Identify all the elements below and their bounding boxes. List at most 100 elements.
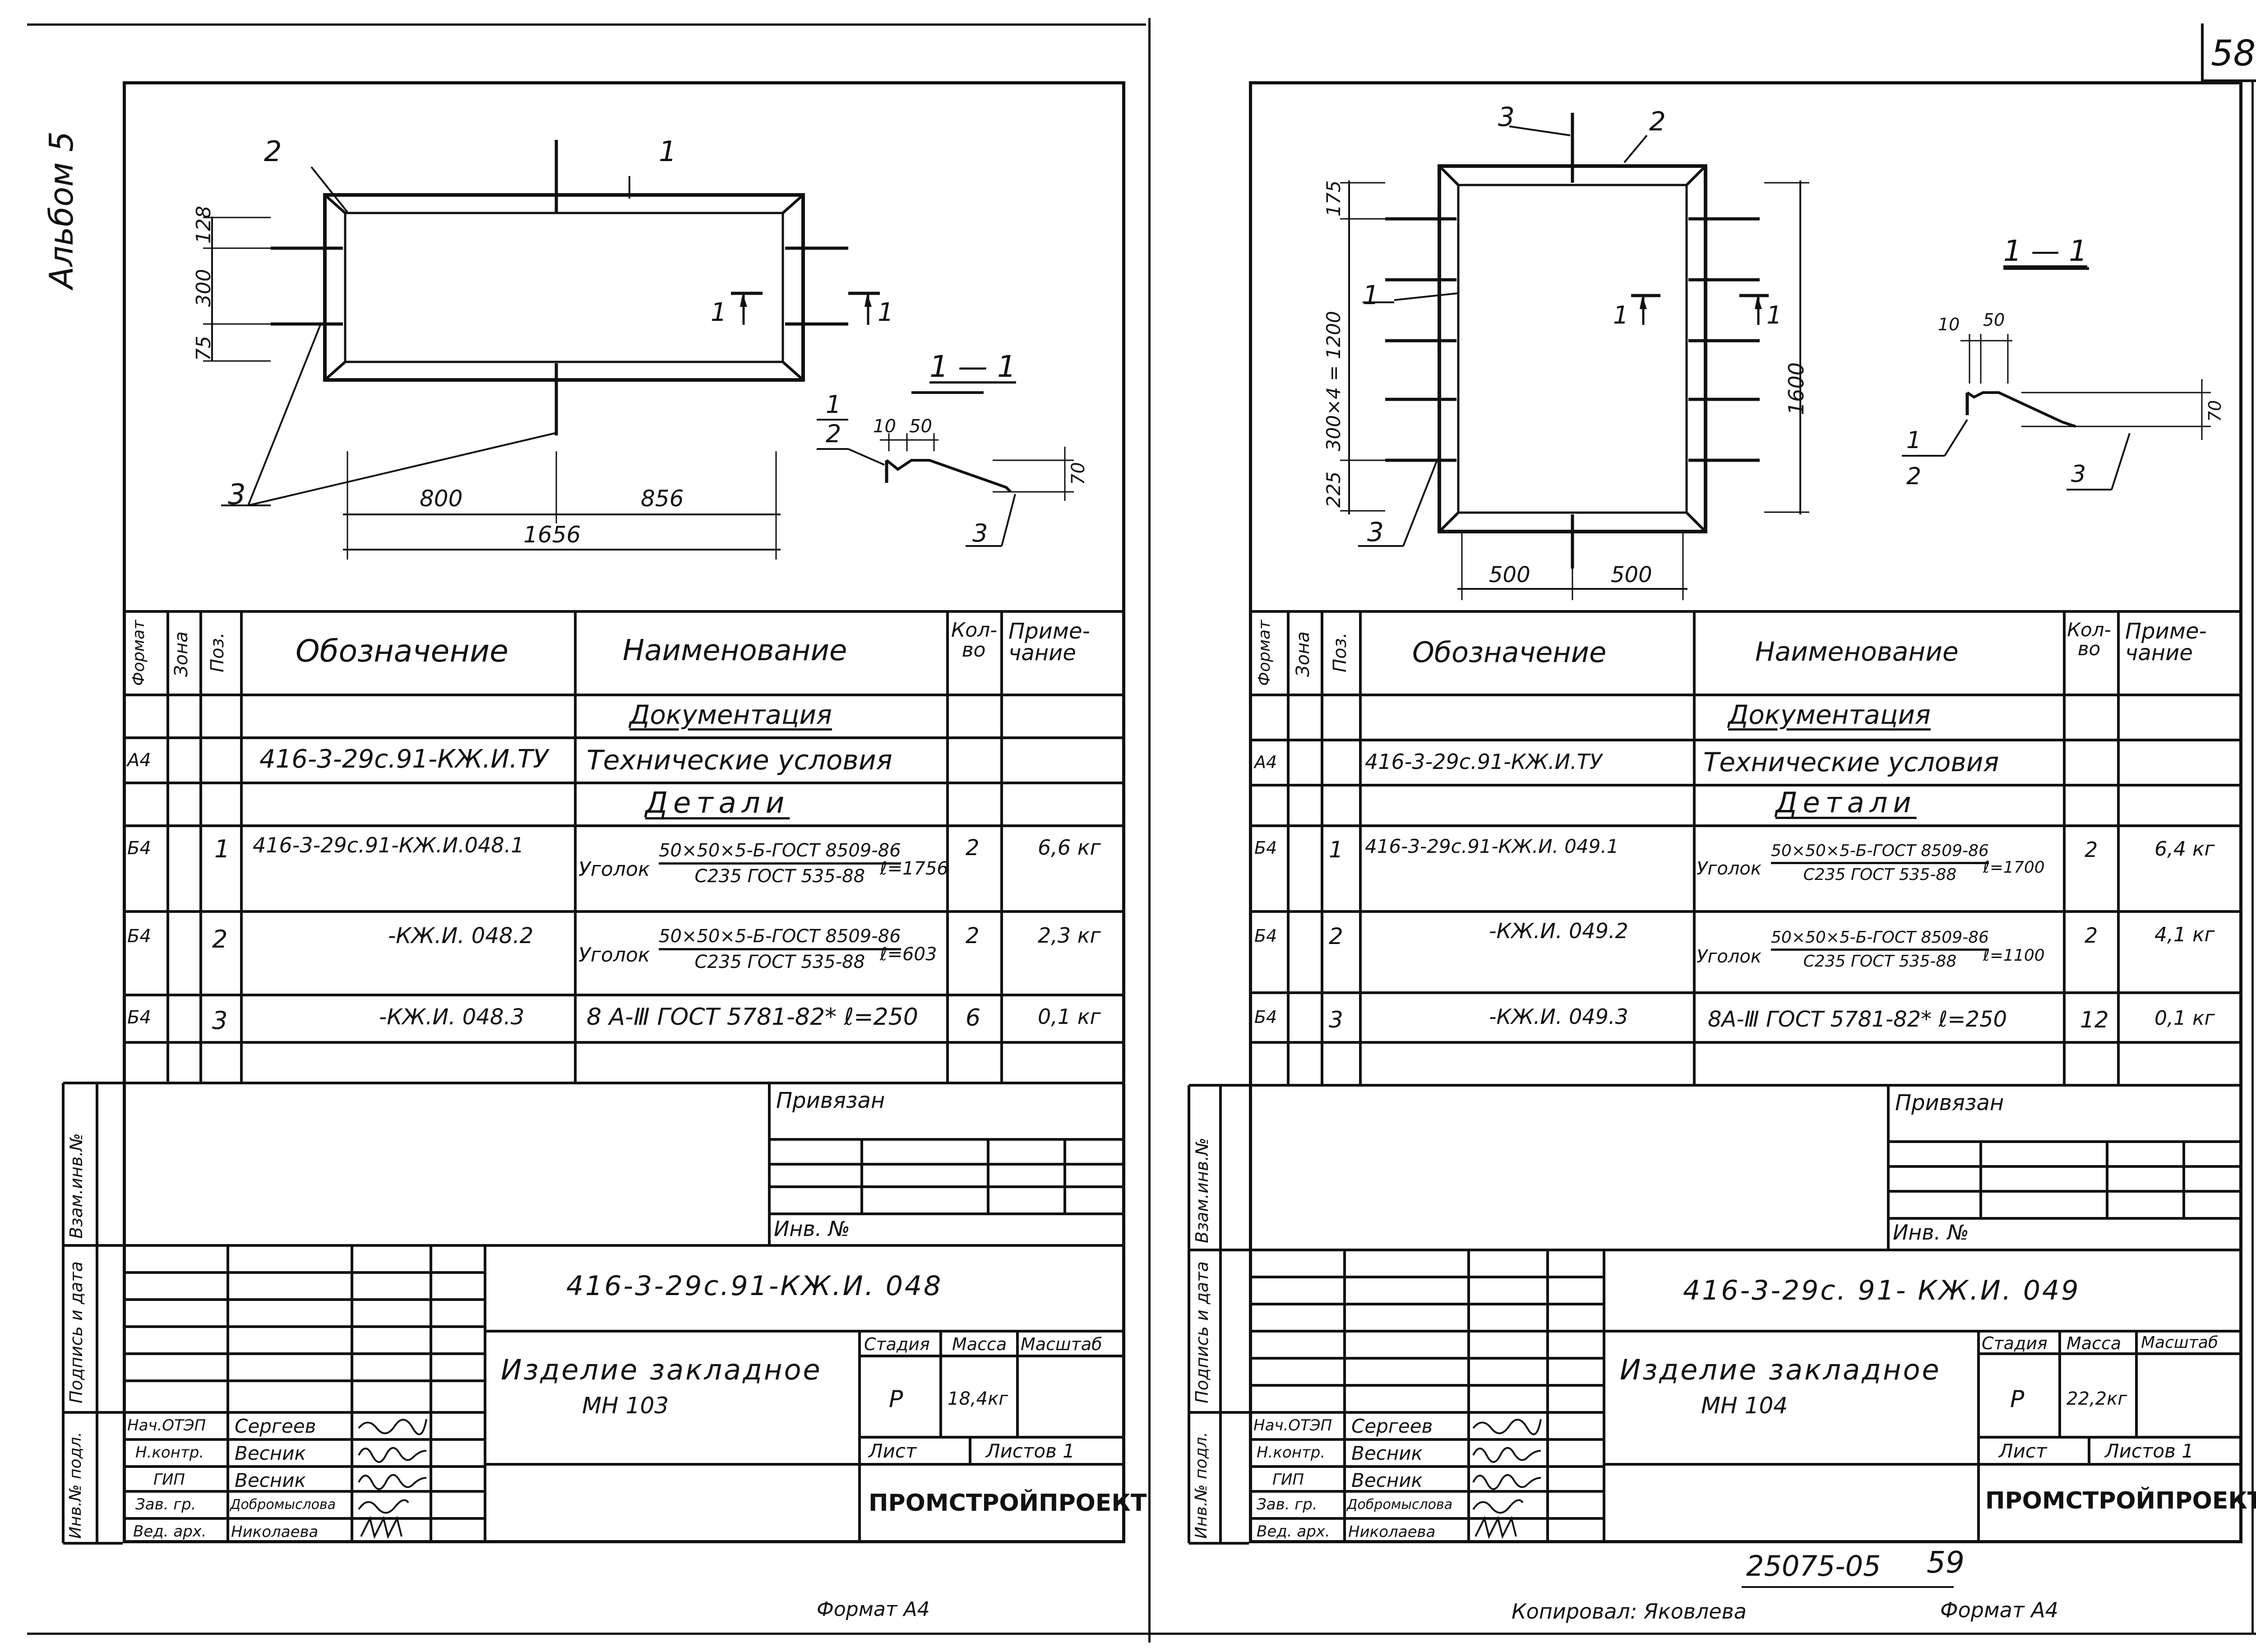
right-pos-3-top: 3 (1498, 102, 1515, 132)
right-sec-dim-70: 70 (2205, 400, 2225, 422)
right-row2-name-bottom: С235 ГОСТ 535-88 (1803, 952, 1957, 971)
left-side-sign-date: Подпись и дата (66, 1261, 86, 1403)
left-pos-1-label: 1 (659, 135, 677, 168)
right-side-inv-vzam: Взам.инв.№ (1192, 1138, 1212, 1243)
right-col-zone: Зона (1293, 631, 1313, 677)
left-row1-designation: 416-3-29с.91-КЖ.И.048.1 (253, 833, 524, 857)
left-doc-name: Технические условия (587, 745, 892, 776)
right-dim-1600: 1600 (1784, 362, 1808, 415)
left-format-caption: Формат А4 (817, 1598, 930, 1621)
right-row1-name-bottom: С235 ГОСТ 535-88 (1803, 865, 1957, 884)
left-name-3: Весник (235, 1469, 306, 1491)
left-name-5: Николаева (231, 1523, 319, 1541)
right-drawing-code: 416-3-29с. 91- КЖ.И. 049 (1683, 1275, 2080, 1306)
footer-stamp-number: 25075-05 (1746, 1550, 1881, 1583)
left-row3-pos: 3 (212, 1006, 228, 1035)
left-row1-pos: 1 (214, 835, 230, 863)
left-dim-128: 128 (192, 206, 215, 244)
right-row1-format: Б4 (1254, 838, 1277, 858)
left-sec-dim-10: 10 (873, 416, 896, 437)
right-mass-label: Масса (2066, 1333, 2122, 1353)
left-pos-3-label: 3 (228, 478, 246, 511)
right-section-title: 1 — 1 (2003, 235, 2088, 268)
bottom-trim-line (27, 1633, 2256, 1635)
right-row3-format: Б4 (1254, 1007, 1277, 1027)
right-dim-225: 225 (1322, 471, 1345, 508)
right-org-name: ПРОМСТРОЙПРОЕКТ (1985, 1487, 2256, 1514)
right-col-note: Приме- чание (2125, 619, 2207, 666)
right-inv-no-label: Инв. № (1893, 1220, 1969, 1245)
right-dim-300x4: 300×4 = 1200 (1322, 311, 1345, 451)
left-row1-length: ℓ=1756 (880, 858, 948, 879)
right-row2-pos: 2 (1329, 923, 1343, 949)
left-title-line2: МН 103 (582, 1393, 669, 1419)
right-doc-designation: 416-3-29с.91-КЖ.И.ТУ (1365, 750, 1602, 774)
left-name-1: Сергеев (235, 1415, 316, 1437)
right-sheet-label: Лист (1999, 1440, 2047, 1462)
left-sec-pos-2: 2 (826, 420, 841, 448)
top-trim-line (27, 23, 1146, 26)
right-row1-pos: 1 (1329, 837, 1343, 863)
right-name-1: Сергеев (1351, 1415, 1433, 1437)
right-role-2: Н.контр. (1257, 1444, 1326, 1462)
left-side-inv-vzam: Взам.инв.№ (66, 1133, 86, 1239)
left-section-title: 1 — 1 (929, 349, 1016, 384)
right-section-mark-b: 1 (1766, 301, 1782, 329)
right-role-1: Нач.ОТЭП (1253, 1416, 1332, 1435)
right-name-5: Николаева (1348, 1523, 1436, 1541)
left-row2-qty: 2 (966, 923, 980, 949)
right-row1-name-prefix: Уголок (1697, 858, 1762, 879)
right-name-3: Весник (1351, 1469, 1423, 1491)
right-section-docs: Документация (1728, 699, 1931, 730)
right-dim-175: 175 (1322, 180, 1345, 217)
right-row3-qty: 12 (2080, 1007, 2109, 1033)
left-linked-label: Привязан (776, 1088, 885, 1113)
right-col-format: Формат (1255, 620, 1274, 686)
copied-by-caption: Копировал: Яковлева (1512, 1599, 1747, 1624)
left-row2-length: ℓ=603 (880, 944, 937, 965)
right-dim-500b: 500 (1611, 562, 1652, 588)
left-col-format: Формат (129, 620, 148, 686)
left-row1-format: Б4 (127, 838, 151, 859)
left-col-qty: Кол-во (951, 619, 998, 662)
left-mass-label: Масса (952, 1334, 1007, 1354)
right-format-caption: Формат А4 (1940, 1598, 2058, 1622)
right-row1-designation: 416-3-29с.91-КЖ.И. 049.1 (1365, 835, 1619, 857)
left-name-4: Добромыслова (230, 1497, 336, 1513)
right-pos-3-label: 3 (1367, 517, 1384, 547)
left-section-mark-a: 1 (711, 298, 727, 327)
left-sec-dim-50: 50 (909, 416, 932, 437)
right-stage-label: Стадия (1982, 1333, 2048, 1353)
left-row2-name-fraction: 50×50×5-Б-ГОСТ 8509-86 С235 ГОСТ 535-88 (659, 927, 901, 971)
left-doc-designation: 416-3-29с.91-КЖ.И.ТУ (259, 745, 549, 774)
left-row3-qty: 6 (966, 1004, 981, 1032)
right-scale-label: Масштаб (2141, 1333, 2219, 1352)
right-row2-format: Б4 (1254, 926, 1277, 946)
right-row3-pos: 3 (1329, 1007, 1343, 1033)
footer-stamp-page: 59 (1927, 1545, 1965, 1580)
left-row2-note: 2,3 кг (1038, 923, 1101, 948)
left-section-docs: Документация (629, 699, 832, 730)
left-pos-2-label: 2 (264, 135, 282, 168)
right-doc-name: Технические условия (1703, 747, 1999, 777)
left-sec-dim-70: 70 (1068, 462, 1089, 485)
footer-stamp-underline (1742, 1586, 1954, 1588)
page-number: 58 (2211, 33, 2256, 74)
page-number-box (2201, 23, 2256, 82)
left-role-1: Нач.ОТЭП (127, 1416, 206, 1435)
right-sec-pos-3: 3 (2071, 461, 2086, 488)
left-row2-format: Б4 (127, 926, 151, 947)
left-dim-800: 800 (420, 486, 463, 512)
left-doc-format: А4 (127, 750, 151, 771)
left-scale-label: Масштаб (1021, 1334, 1102, 1354)
right-sheets-label: Листов 1 (2105, 1440, 2194, 1462)
left-row3-format: Б4 (127, 1007, 151, 1028)
right-sec-pos-2: 2 (1906, 463, 1922, 490)
right-row1-note: 6,4 кг (2154, 838, 2215, 861)
left-sec-pos-1: 1 (826, 390, 841, 419)
left-sheets-label: Листов 1 (986, 1440, 1075, 1462)
center-fold-line (1148, 18, 1151, 1643)
left-col-zone: Зона (171, 631, 192, 677)
right-side-inv-orig: Инв.№ подл. (1192, 1432, 1211, 1539)
right-section-parts: Детали (1775, 786, 1917, 819)
